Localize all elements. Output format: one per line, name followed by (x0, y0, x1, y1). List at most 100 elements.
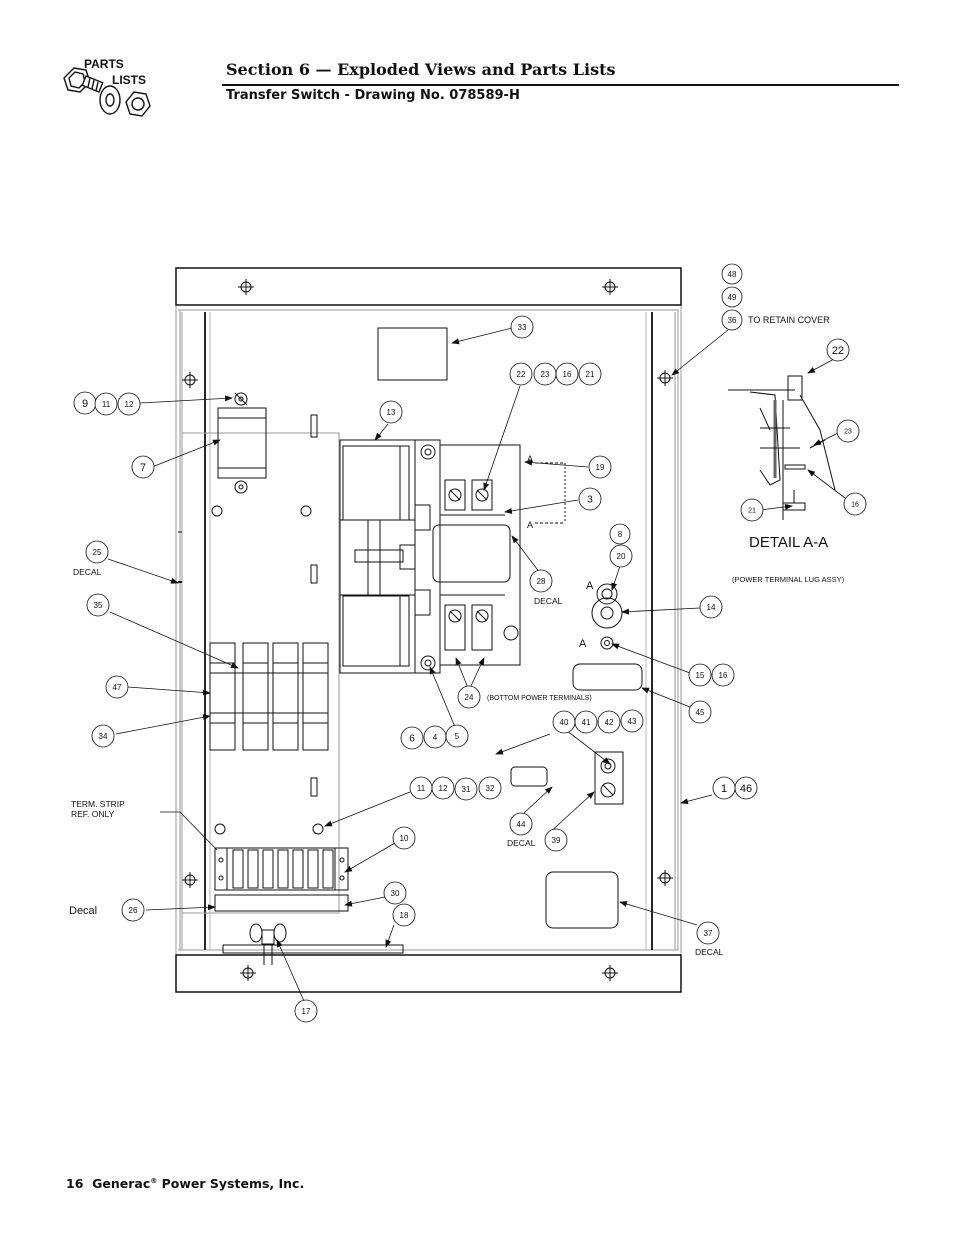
callout-number-c3: 3 (587, 495, 593, 506)
callout-bubble-c8 (609, 523, 631, 545)
callout-number-c32: 32 (486, 784, 495, 793)
wing-nut-17 (222, 923, 404, 965)
callout-number-c11a: 11 (102, 400, 111, 409)
label-bottom-power-terminals: (BOTTOM POWER TERMINALS) (487, 695, 592, 702)
callout-bubble-c20 (609, 544, 633, 568)
registered-mark: ® (150, 1176, 158, 1185)
callout-bubble-c36 (721, 309, 743, 331)
callout-bubble-c49 (721, 286, 743, 308)
label-section-a: A (527, 520, 533, 530)
callout-bubble-c28 (529, 569, 553, 593)
logo-text-lists: LISTS (112, 73, 146, 87)
page-footer: 16 Generac® Power Systems, Inc. (66, 1176, 304, 1191)
callout-bubble-c47 (105, 675, 129, 699)
callout-number-c41: 41 (582, 718, 591, 727)
ground-lug-39 (594, 751, 624, 805)
bottom-flange (175, 954, 682, 993)
detail-a-a-drawing (728, 375, 836, 520)
washer-icon (99, 85, 121, 115)
callout-bubble-c35 (86, 593, 110, 617)
decal-33-plate (377, 327, 448, 381)
callout-bubble-c19 (588, 455, 612, 479)
callout-number-c21a: 21 (586, 370, 595, 379)
label-decal-37: DECAL (695, 947, 724, 957)
enclosure-outer (175, 267, 682, 993)
callout-number-c21b: 21 (748, 507, 756, 514)
section-a-arrows (535, 462, 566, 524)
callout-bubble-c48 (721, 263, 743, 285)
callout-number-c11b: 11 (417, 784, 426, 793)
mounting-hole (300, 505, 312, 517)
callout-bubble-c12a (117, 392, 141, 416)
callout-number-c46: 46 (740, 783, 752, 795)
callout-number-c12b: 12 (439, 784, 448, 793)
callout-bubble-c23b (836, 419, 860, 443)
callout-number-c16a: 16 (563, 370, 572, 379)
callout-number-c17: 17 (302, 1007, 311, 1016)
callout-bubble-c15 (688, 663, 712, 687)
callout-bubble-c21a (578, 362, 602, 386)
callout-number-c22b: 22 (832, 345, 844, 357)
drawing-subtitle: Transfer Switch - Drawing No. 078589-H (226, 88, 520, 103)
label-detail-a-a: DETAIL A-A (749, 534, 828, 551)
label-decal-26: Decal (69, 905, 97, 917)
callout-number-c4: 4 (433, 733, 438, 742)
callout-number-c5: 5 (455, 732, 460, 741)
callout-number-c23b: 23 (844, 428, 852, 435)
label-power-terminal-lug-assy: (POWER TERMINAL LUG ASSY) (732, 575, 845, 584)
callout-bubble-c21b (740, 498, 764, 522)
callout-number-c39: 39 (552, 836, 561, 845)
callout-bubble-c42 (597, 710, 621, 734)
callout-number-c20: 20 (617, 552, 626, 561)
callout-number-c35: 35 (94, 601, 103, 610)
power-terminal-lug (591, 583, 623, 650)
callout-bubble-c16c (843, 492, 867, 516)
transfer-mechanism (339, 439, 441, 674)
parts-lists-logo: PARTS LISTS (63, 57, 151, 117)
company-suffix: Power Systems, Inc. (161, 1176, 305, 1191)
mounting-hole (214, 823, 226, 835)
callout-number-c31: 31 (462, 785, 471, 794)
callout-number-c16b: 16 (719, 671, 728, 680)
callout-bubble-c25 (85, 540, 109, 564)
callout-bubble-c46 (734, 776, 758, 800)
callout-number-c7: 7 (140, 462, 146, 474)
label-decal-44: DECAL (507, 838, 536, 848)
callout-bubble-c31 (454, 777, 478, 801)
callout-number-c6: 6 (409, 734, 415, 745)
callout-number-c49: 49 (728, 293, 737, 302)
callout-number-c8: 8 (618, 530, 623, 539)
callout-number-c12a: 12 (125, 400, 134, 409)
label-ref-only: REF. ONLY (71, 809, 115, 819)
callout-number-c16c: 16 (851, 501, 859, 508)
callout-number-c23a: 23 (541, 370, 550, 379)
crosshair-icon (657, 870, 673, 886)
label-decal-25: DECAL (73, 567, 102, 577)
callout-number-c34: 34 (99, 732, 108, 741)
callout-bubble-c39 (544, 828, 568, 852)
crosshair-icon (602, 965, 618, 981)
callout-bubble-c18 (392, 903, 416, 927)
callout-bubble-c24 (457, 685, 481, 709)
crosshair-icon (657, 370, 673, 386)
callout-bubble-c12b (431, 776, 455, 800)
label-to-retain-cover: TO RETAIN COVER (748, 315, 830, 325)
callout-number-c19: 19 (596, 463, 605, 472)
label-section-a: A (579, 638, 587, 650)
back-panel (179, 309, 679, 951)
callout-number-c36: 36 (728, 316, 737, 325)
callout-bubble-c45 (688, 700, 712, 724)
callout-bubble-c22a (509, 362, 533, 386)
callout-number-c37: 37 (704, 929, 713, 938)
crosshair-icon (238, 279, 254, 295)
mounting-hole-icons (182, 279, 673, 981)
decal-45-plate (572, 663, 643, 691)
term-strip-leader (179, 811, 218, 851)
circuit-breakers (209, 642, 329, 751)
decal-37-plate (545, 871, 619, 929)
title-rule (222, 84, 899, 86)
crosshair-icon (602, 279, 618, 295)
callout-number-c28: 28 (537, 577, 546, 586)
callout-bubble-c43 (620, 709, 644, 733)
company-name: Generac (92, 1176, 151, 1191)
